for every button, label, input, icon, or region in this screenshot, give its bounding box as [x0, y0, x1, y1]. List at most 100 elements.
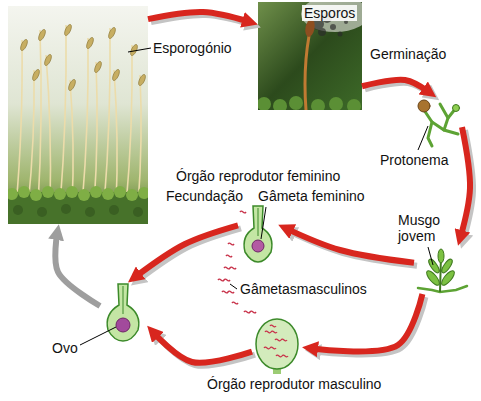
- young-moss-drawing: [418, 286, 467, 292]
- spores-photo: [318, 28, 326, 36]
- zygote-drawing: [116, 318, 130, 332]
- sporophyte-photo: [126, 45, 132, 206]
- stage-label: Protonema: [380, 152, 448, 168]
- cycle-arrow: [362, 80, 431, 95]
- sporophyte-photo: [114, 70, 117, 206]
- cycle-arrow: [461, 127, 473, 239]
- sporophyte-photo: [37, 207, 47, 217]
- cycle-arrow: [154, 333, 252, 363]
- archegonium-drawing: [252, 240, 264, 252]
- sporophyte-photo: [137, 74, 147, 87]
- stage-label: Musgo jovem: [398, 212, 448, 244]
- callout-label: Fecundação: [166, 188, 243, 204]
- young-moss-drawing: Musgo jovem: [414, 246, 470, 294]
- sporophyte-photo: [85, 207, 95, 217]
- spores-photo: Esporos: [258, 2, 362, 110]
- antheridium-drawing: [256, 319, 298, 369]
- archegonium-drawing: [244, 206, 272, 262]
- sporophyte-photo: [8, 188, 18, 200]
- sporophyte-photo: [30, 189, 42, 201]
- sporophyte-photo: [28, 70, 34, 206]
- male-gametes: [226, 255, 232, 257]
- archegonium-drawing: Órgão reprodutor feminino: [238, 205, 278, 263]
- cycle-arrow: [287, 229, 417, 266]
- sporophyte-photo: [67, 79, 77, 92]
- sporophyte-photo: [8, 6, 148, 224]
- cycle-arrow: [55, 234, 100, 306]
- sporophyte-photo: [109, 205, 119, 215]
- spores-photo: [330, 24, 336, 30]
- leader-line: [80, 48, 433, 345]
- arrow-shadow: [139, 228, 241, 279]
- sporophyte-photo: [19, 24, 147, 92]
- spores-photo: [258, 2, 362, 110]
- sporophyte-photo: [8, 6, 148, 224]
- sporophyte-photo: [90, 186, 102, 198]
- archegonium-drawing: [244, 206, 272, 262]
- sporophyte-photo: [138, 75, 141, 206]
- spores-photo: [329, 97, 343, 110]
- antheridium-drawing: [275, 339, 287, 341]
- callout-label: Gâmetasmasculinos: [240, 281, 367, 297]
- sporophyte-photo: [16, 40, 22, 206]
- young-moss-drawing: [438, 249, 444, 263]
- sporophyte-photo: [85, 37, 95, 50]
- sporophyte-photo: [61, 204, 71, 214]
- stage-label: Esporogónio: [153, 40, 232, 56]
- leader-line: [128, 48, 151, 52]
- stage-label: Órgão reprodutor masculino: [207, 376, 381, 392]
- antheridium-drawing: [276, 355, 288, 357]
- male-gametes: [244, 311, 256, 313]
- cycle-arrow: [148, 12, 252, 25]
- protonema-drawing: [428, 122, 432, 146]
- antheridium-drawing: [264, 347, 276, 349]
- cycle-arrow: [461, 127, 470, 236]
- male-gametes: [240, 211, 246, 213]
- sporophyte-photo: [107, 27, 117, 40]
- edge-label: Germinação: [368, 46, 448, 62]
- cycle-arrow: [148, 12, 249, 22]
- sporophyte-photo: [138, 187, 148, 199]
- cycle-arrow: [287, 229, 414, 263]
- male-gametes: [232, 302, 238, 304]
- antheridium-drawing: Órgão reprodutor masculino: [252, 318, 302, 374]
- spores-photo: [305, 36, 309, 110]
- protonema-drawing: [453, 105, 460, 112]
- cycle-arrow: [154, 333, 255, 366]
- leader-line: [428, 247, 433, 265]
- sporophyte-photo: [78, 189, 90, 201]
- sporophyte-photo: [63, 24, 73, 37]
- protonema-drawing: [418, 100, 430, 112]
- cycle-arrow: [55, 234, 100, 306]
- stage-label: Órgão reprodutor feminino: [176, 168, 340, 184]
- sporophyte-photo: [37, 29, 47, 42]
- sporophyte-photo: [66, 186, 78, 198]
- sporophyte-photo: [82, 38, 88, 206]
- sporophyte-photo: [18, 186, 30, 198]
- antheridium-drawing: [265, 331, 277, 333]
- sporophyte-photo: [126, 189, 138, 201]
- sporophyte-photo: [104, 28, 110, 206]
- spores-photo: [258, 97, 271, 110]
- sporophyte-photo: [111, 69, 121, 82]
- leader-line: [418, 126, 428, 150]
- sporophyte-photo: [38, 30, 41, 206]
- leader-line: [230, 284, 237, 289]
- stage-label: Ovo: [52, 340, 78, 356]
- cycle-arrow: [136, 225, 238, 276]
- stage-label: Esporos: [302, 5, 357, 21]
- cycle-arrow: [362, 80, 428, 92]
- male-gametes: [222, 291, 234, 293]
- antheridium-drawing: [264, 325, 288, 357]
- zygote-drawing: [123, 286, 124, 314]
- spores-photo: [289, 96, 303, 110]
- antheridium-drawing: [270, 325, 276, 327]
- sporophyte-photo: [94, 62, 97, 206]
- spores-photo: [258, 2, 362, 110]
- sporophyte-photo: [43, 54, 53, 67]
- cycle-arrow: [136, 225, 241, 279]
- spores-photo: [258, 96, 361, 110]
- spores-photo: [304, 18, 316, 37]
- spores-photo: [347, 99, 361, 110]
